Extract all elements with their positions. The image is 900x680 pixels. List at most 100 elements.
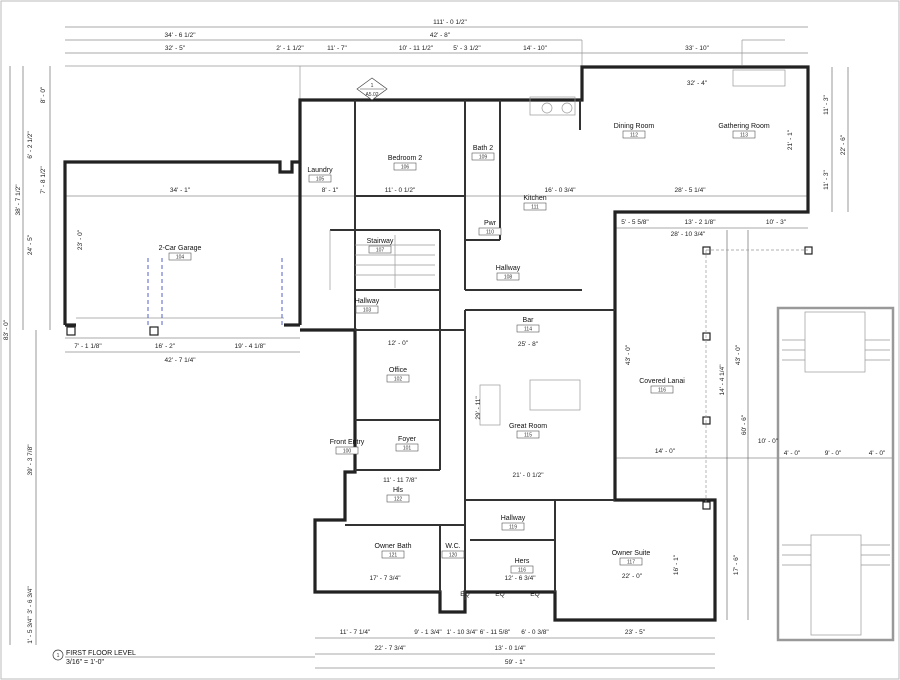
room-name: Gathering Room xyxy=(718,123,770,130)
dimension-label: 14' - 0" xyxy=(655,448,676,455)
room-name: Hers xyxy=(515,558,530,565)
room-number-box xyxy=(386,374,410,383)
room-number-box xyxy=(335,446,359,455)
dimension-label: 59' - 1" xyxy=(505,659,526,666)
room-number-box xyxy=(496,272,520,281)
room-number: 122 xyxy=(394,497,403,503)
room-number-box xyxy=(732,130,756,139)
room-number-box xyxy=(386,494,410,503)
room-number: 112 xyxy=(630,133,638,139)
dimension-label: 6' - 0 3/8" xyxy=(521,629,549,636)
dimension-label: 21' - 0 1/2" xyxy=(512,472,544,479)
room-number: 121 xyxy=(389,553,398,559)
dimension-label: 111' - 0 1/2" xyxy=(433,19,467,26)
room-name: Great Room xyxy=(509,423,547,430)
dimension-label: 42' - 8" xyxy=(430,32,451,39)
dimension-label: 12' - 0" xyxy=(388,340,409,347)
dimension-label: 11' - 7 1/4" xyxy=(340,629,371,636)
room-name: Bedroom 2 xyxy=(388,155,422,162)
room-number-box xyxy=(510,565,534,574)
dimension-label: 33' - 10" xyxy=(685,45,709,52)
eq-label: EQ xyxy=(460,591,469,598)
room-name: W.C. xyxy=(445,543,460,550)
room-name: Hallway xyxy=(496,265,521,272)
room-number-box xyxy=(393,162,417,171)
room-number: 103 xyxy=(363,308,372,314)
dimension-label: 8' - 1" xyxy=(322,187,339,194)
room-number-box xyxy=(478,227,502,236)
room-number-box xyxy=(395,443,419,452)
room-number: 101 xyxy=(403,446,412,452)
dimension-label: 9' - 1 3/4" xyxy=(414,629,442,636)
dimension-label: 39' - 3 7/8" xyxy=(27,444,34,476)
dimension-label: 22' - 0" xyxy=(622,573,643,580)
dimension-label: 22' - 6" xyxy=(840,134,847,155)
dimension-label: 11' - 3" xyxy=(823,94,830,114)
room-number: 120 xyxy=(449,553,458,559)
room-number: 102 xyxy=(394,377,403,383)
room-name: Laundry xyxy=(307,167,333,174)
dimension-label: 28' - 10 3/4" xyxy=(671,231,706,238)
dimension-label: 13' - 0 1/4" xyxy=(494,645,526,652)
room-number: 116 xyxy=(658,388,666,394)
room-name: Covered Lanai xyxy=(639,378,685,385)
dimension-label: 8' - 0" xyxy=(40,86,47,103)
dimension-label: 16' - 2" xyxy=(155,343,176,350)
room-number: 111 xyxy=(531,205,539,211)
room-number: 110 xyxy=(486,230,494,236)
dimension-label: 16' - 0 3/4" xyxy=(544,187,576,194)
room-number-box xyxy=(516,430,540,439)
eq-label: EQ xyxy=(495,591,504,598)
room-number: 109 xyxy=(479,155,488,161)
section-callout: 1 A5.02 xyxy=(356,77,388,101)
lanai-posts xyxy=(702,246,813,510)
room-label: Laundry 105 xyxy=(307,167,333,183)
dimension-label: 16' - 1" xyxy=(673,554,680,575)
room-label: Hls 122 xyxy=(386,487,410,503)
dimension-label: 22' - 7 3/4" xyxy=(374,645,406,652)
room-number-box xyxy=(168,252,192,261)
dimension-label: 4' - 0" xyxy=(784,450,801,457)
dimension-label: 11' - 11 7/8" xyxy=(383,477,417,484)
dimension-label: 11' - 3" xyxy=(823,169,830,189)
dimension-labels: 111' - 0 1/2"34' - 6 1/2"42' - 8"32' - 5… xyxy=(3,19,886,666)
dimension-label: 10' - 11 1/2" xyxy=(399,45,434,52)
dimension-label: 11' - 7" xyxy=(327,45,347,52)
room-name: Stairway xyxy=(367,238,394,245)
dimension-label: 23' - 0" xyxy=(77,229,84,250)
room-name: Hallway xyxy=(355,298,380,305)
dimension-label: 7' - 8 1/2" xyxy=(40,166,47,194)
dimension-label: 25' - 8" xyxy=(518,341,539,348)
dimension-label: 24' - 5" xyxy=(27,234,34,255)
room-name: Pwr xyxy=(484,220,497,227)
dimension-label: 14' - 4 1/4" xyxy=(719,364,726,396)
dimension-label: 10' - 3" xyxy=(766,219,787,226)
room-name: 2-Car Garage xyxy=(159,245,202,252)
dimension-label: 9' - 0" xyxy=(825,450,842,457)
room-number: 119 xyxy=(509,525,517,531)
room-number-box xyxy=(441,550,465,559)
dimension-label: 17' - 7 3/4" xyxy=(369,575,401,582)
dimension-label: 1' - 10 3/4" xyxy=(446,629,478,636)
dimension-label: 13' - 2 1/8" xyxy=(684,219,716,226)
room-number: 114 xyxy=(524,327,532,333)
room-number: 105 xyxy=(316,177,325,183)
room-name: Kitchen xyxy=(523,195,546,202)
room-number-box xyxy=(501,522,525,531)
room-name: Hls xyxy=(393,487,404,494)
room-label: Foyer 101 xyxy=(395,436,419,452)
dimension-label: 6' - 2 1/2" xyxy=(27,131,34,159)
room-label: Covered Lanai 116 xyxy=(639,378,685,394)
room-name: Foyer xyxy=(398,436,417,443)
room-name: Front Entry xyxy=(330,439,365,446)
eq-label: EQ xyxy=(530,591,539,598)
